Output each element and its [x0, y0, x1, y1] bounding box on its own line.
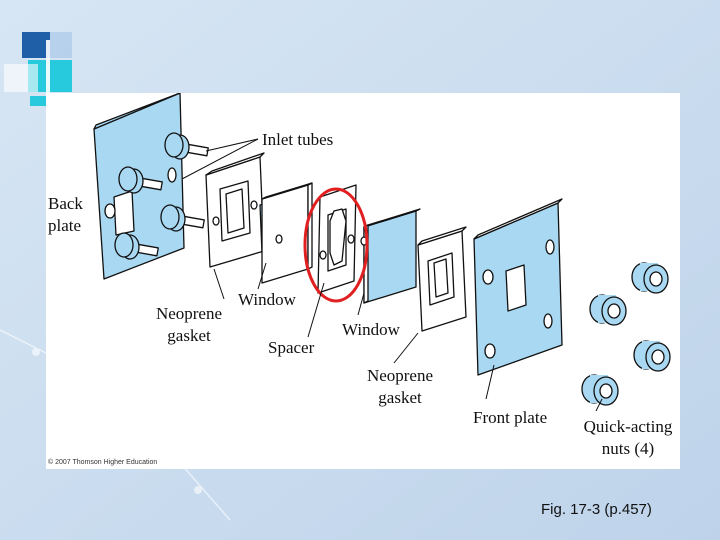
label-neoprene-gasket-right: Neoprene gasket	[366, 366, 434, 407]
label-window-right: Window	[342, 320, 400, 339]
front-plate	[473, 198, 563, 376]
copyright-notice: © 2007 Thomson Higher Education	[48, 459, 158, 466]
neoprene-gasket-right	[417, 226, 467, 332]
inlet-tubes	[114, 132, 209, 260]
label-front-plate: Front plate	[473, 408, 548, 427]
window-left	[259, 182, 313, 284]
figure-caption: Fig. 17-3 (p.457)	[541, 501, 652, 518]
window-right	[360, 208, 421, 304]
label-spacer: Spacer	[268, 338, 315, 357]
figure-panel: Inlet tubes Back plate Neoprene gasket W…	[46, 93, 680, 469]
neoprene-gasket-left	[205, 152, 265, 268]
label-window-left: Window	[238, 290, 296, 309]
leader-lines	[181, 138, 603, 412]
exploded-cell-diagram	[93, 93, 671, 412]
spacer	[317, 184, 357, 294]
quick-acting-nuts	[581, 262, 671, 406]
decorative-accent-squares	[4, 32, 72, 110]
spacer-highlight-ring	[303, 187, 369, 303]
label-back-plate: Back plate	[48, 194, 83, 235]
label-inlet-tubes: Inlet tubes	[262, 130, 334, 149]
label-neoprene-gasket-left: Neoprene gasket	[155, 304, 223, 345]
label-quick-acting-nuts: Quick-acting nuts (4)	[583, 417, 673, 458]
